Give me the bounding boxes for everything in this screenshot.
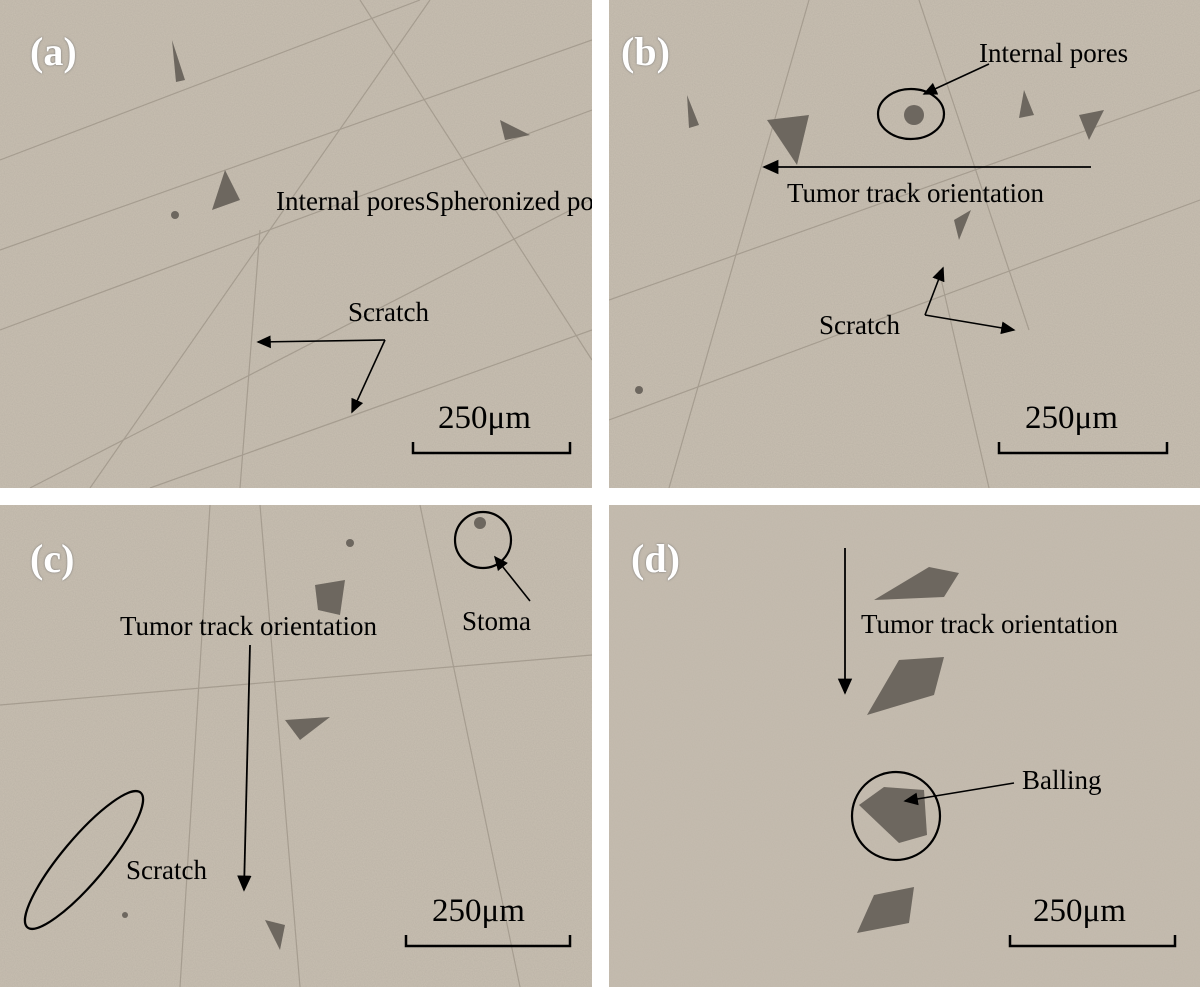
panel-d-label: (d) — [631, 536, 680, 581]
annotation-track-d: Tumor track orientation — [861, 609, 1118, 639]
panel-a: (a) Internal poresSpheronized powder Scr… — [0, 0, 592, 488]
annotation-scratch-a: Scratch — [348, 297, 429, 327]
micrograph-b — [609, 0, 1200, 488]
scale-label-a: 250μm — [438, 400, 531, 436]
panel-c: (c) Tumor track orientation Stoma Scratc… — [0, 505, 592, 987]
panel-b: (b) Internal pores Tumor track orientati… — [609, 0, 1200, 488]
annotation-stoma: Stoma — [462, 606, 532, 636]
annotation-internal-pores-spheronized-powder: Internal poresSpheronized powder — [276, 186, 592, 216]
panel-a-label: (a) — [30, 29, 77, 74]
annotation-scratch-c: Scratch — [126, 855, 207, 885]
annotation-scratch-b: Scratch — [819, 310, 900, 340]
annotation-track-c: Tumor track orientation — [120, 611, 377, 641]
scale-label-b: 250μm — [1025, 400, 1118, 436]
panel-b-label: (b) — [621, 29, 670, 74]
annotation-internal-pores-b: Internal pores — [979, 38, 1129, 68]
micrograph-a — [0, 0, 592, 488]
scale-label-d: 250μm — [1033, 893, 1126, 929]
panel-d: (d) Tumor track orientation Balling 250μ… — [609, 505, 1200, 987]
scale-label-c: 250μm — [432, 893, 525, 929]
panel-c-label: (c) — [30, 536, 75, 581]
annotation-track-b: Tumor track orientation — [787, 178, 1044, 208]
annotation-balling: Balling — [1022, 765, 1102, 795]
micrograph-c — [0, 505, 592, 987]
